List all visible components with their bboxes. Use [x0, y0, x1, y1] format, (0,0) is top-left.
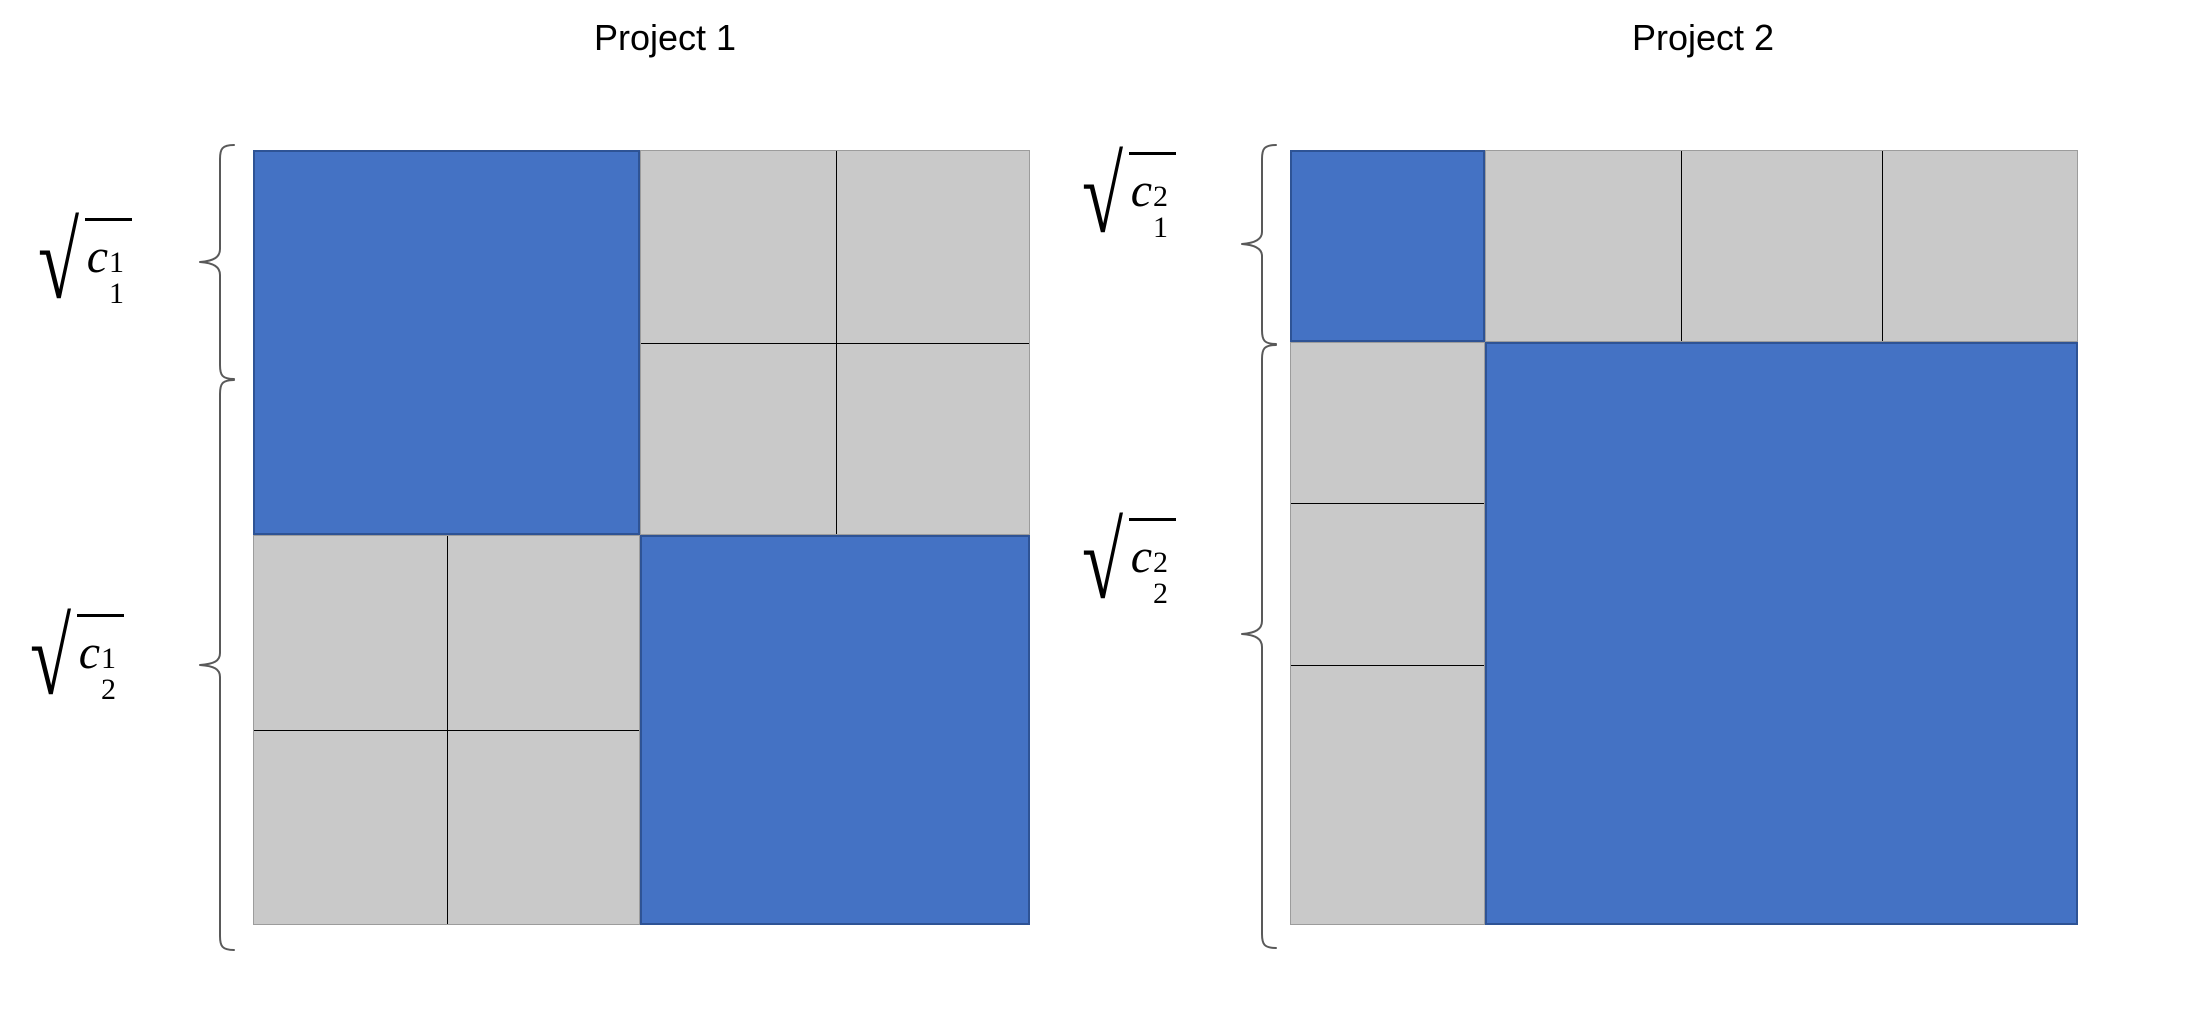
panel-title-project-1: Project 1: [593, 17, 737, 58]
superscript: 2: [1153, 546, 1168, 579]
brace-row-2-project-2: [1241, 344, 1277, 949]
superscript: 1: [109, 246, 124, 279]
radicand-symbol: c: [78, 626, 100, 679]
radical-sign-icon: √: [1082, 135, 1124, 256]
radicand-symbol: c: [1130, 530, 1152, 583]
block-p2-bottom-left: [1290, 342, 1485, 925]
radicand-symbol: c: [86, 230, 108, 283]
radicand-symbol: c: [1130, 164, 1152, 217]
block-p1-top-left: [253, 150, 640, 535]
brace-row-2-project-1: [199, 379, 235, 951]
panel-title-project-2: Project 2: [1631, 17, 1775, 58]
subscript: 2: [1153, 576, 1168, 610]
divider-p2-bottom-left-h1: [1291, 503, 1484, 504]
divider-p1-bottom-left-h1: [254, 730, 639, 731]
block-p1-bottom-right: [640, 535, 1030, 925]
divider-p2-bottom-left-h2: [1291, 665, 1484, 666]
divider-p1-top-right-v1: [836, 151, 837, 534]
block-p2-top-left: [1290, 150, 1485, 342]
brace-row-1-project-1: [199, 144, 235, 380]
divider-p2-top-right-v2: [1882, 151, 1883, 341]
superscript: 2: [1153, 180, 1168, 213]
divider-p1-top-right-h1: [641, 343, 1029, 344]
subscript: 1: [1153, 210, 1168, 244]
block-p2-bottom-right: [1485, 342, 2078, 925]
radical-sign-icon: √: [30, 597, 72, 718]
subscript: 1: [109, 276, 124, 310]
radical-sign-icon: √: [38, 201, 80, 322]
divider-p2-top-right-v1: [1681, 151, 1682, 341]
brace-row-1-project-2: [1241, 144, 1277, 345]
superscript: 1: [101, 642, 116, 675]
block-p2-top-right: [1485, 150, 2078, 342]
radical-sign-icon: √: [1082, 501, 1124, 622]
block-p1-top-right: [640, 150, 1030, 535]
subscript: 2: [101, 672, 116, 706]
